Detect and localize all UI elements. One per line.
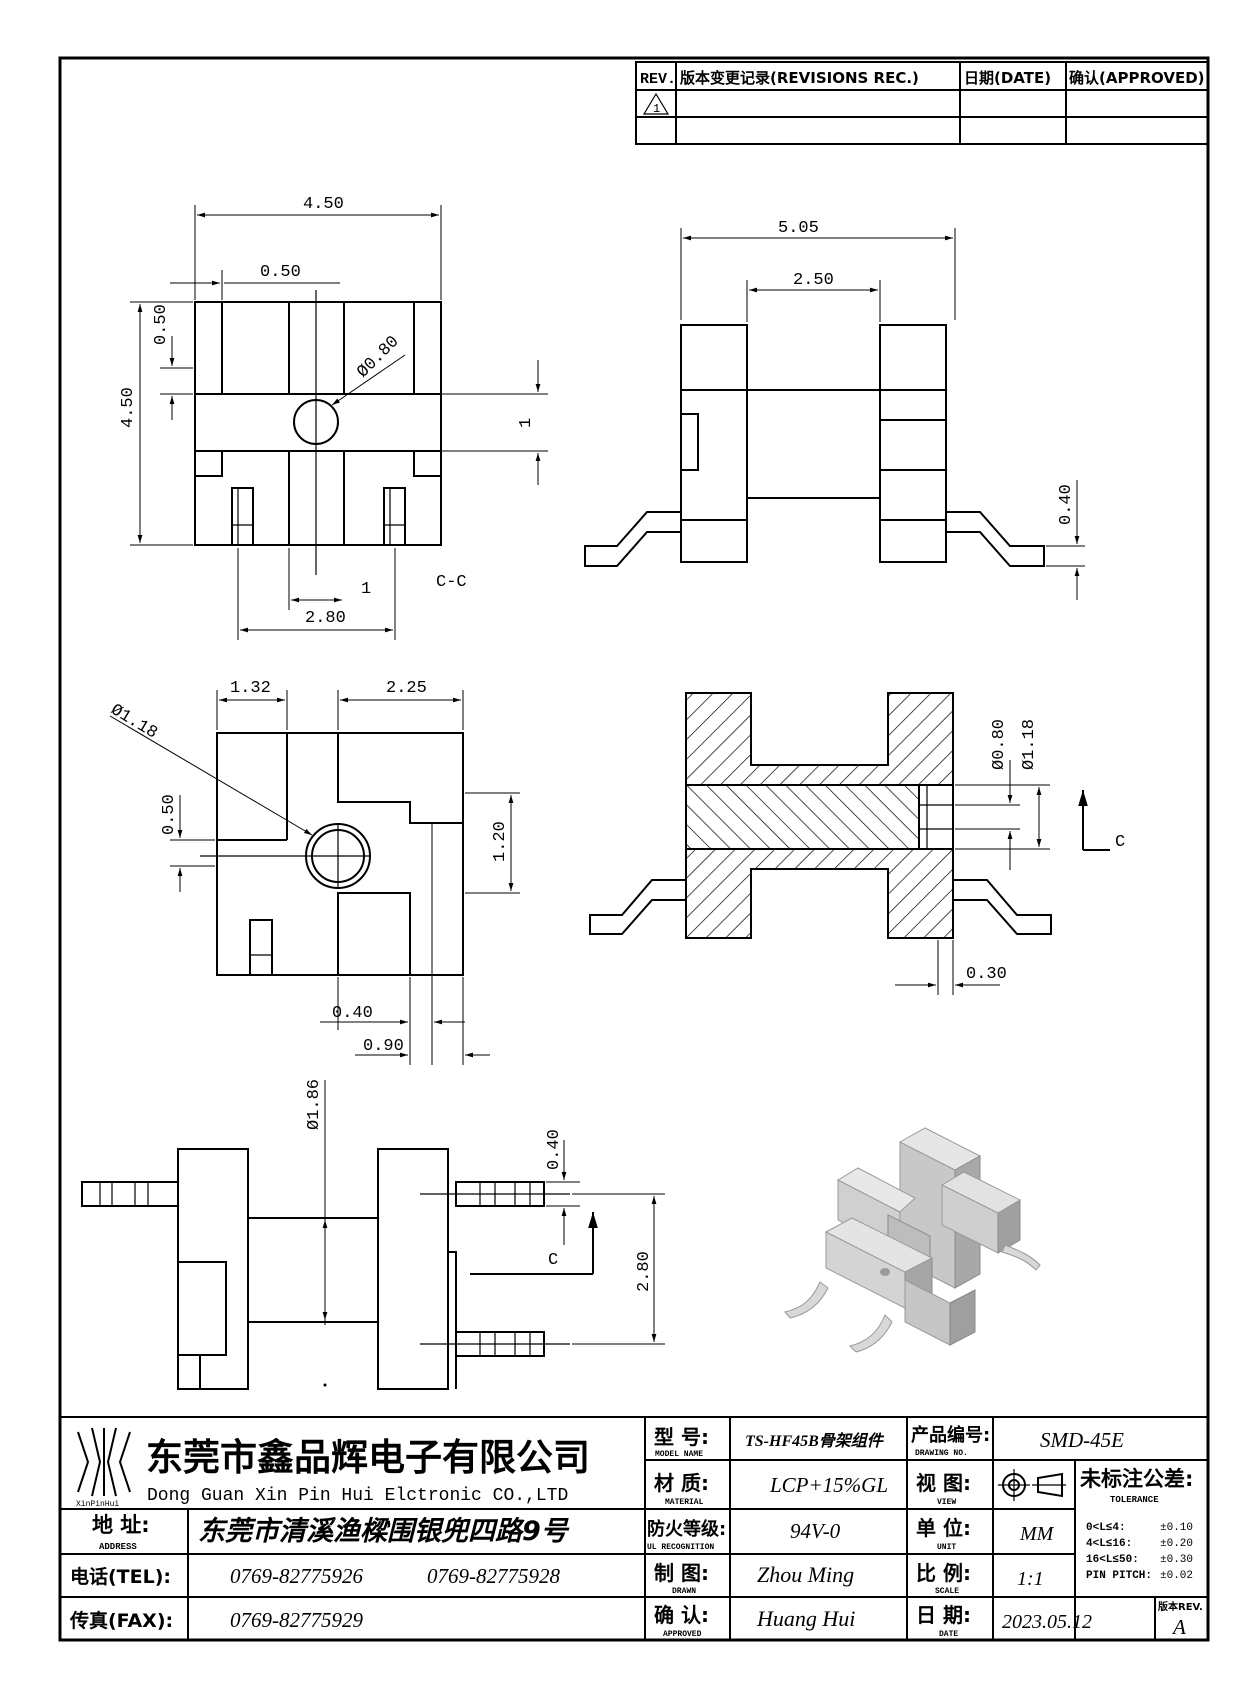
- scale-label-en: SCALE: [935, 1587, 959, 1596]
- revision-block: REV. 版本变更记录(REVISIONS REC.) 日期(DATE) 确认(…: [635, 61, 1209, 145]
- drawn-label: 制 图:: [654, 1561, 709, 1585]
- approved-header: 确认(APPROVED): [1069, 69, 1205, 87]
- top-dim-pitch-small: 1: [361, 580, 371, 599]
- tel-2: 0769-82775928: [427, 1564, 560, 1588]
- date-header: 日期(DATE): [964, 69, 1051, 87]
- side-dim-core: 2.50: [793, 271, 834, 290]
- top-dim-pin-pitch: 2.80: [305, 609, 346, 628]
- top-dim-band: 1: [517, 418, 536, 428]
- section-arrow-label: C: [1115, 833, 1125, 852]
- top-dim-hole: Ø0.80: [354, 333, 404, 383]
- approved-value: Huang Hui: [756, 1606, 855, 1631]
- front-arrow-label: C: [548, 1251, 558, 1270]
- company-logo-icon: XinPinHui: [76, 1427, 131, 1509]
- bottom-dim-span: 1.20: [491, 821, 510, 862]
- section-dim-outer: Ø1.18: [1020, 719, 1039, 770]
- top-dim-flange: 0.50: [152, 304, 171, 345]
- flame-label: 防火等级:: [647, 1518, 726, 1540]
- rev-label: 版本REV.: [1158, 1600, 1203, 1613]
- tolerance-range-4: PIN PITCH:: [1086, 1570, 1152, 1582]
- flame-value: 94V-0: [790, 1519, 841, 1543]
- tolerance-title: 未标注公差:: [1080, 1467, 1193, 1491]
- bottom-dim-step: 0.50: [160, 794, 179, 835]
- front-dim-pin: 0.40: [545, 1129, 564, 1170]
- drawing-no-value: SMD-45E: [1040, 1428, 1124, 1452]
- date-value: 2023.05.12: [1002, 1611, 1092, 1633]
- revision-triangle-icon: 1: [642, 92, 670, 116]
- drawn-label-en: DRAWN: [672, 1587, 696, 1596]
- scale-label: 比 例:: [916, 1561, 971, 1585]
- approved-label: 确 认:: [654, 1603, 709, 1627]
- front-dim-core: Ø1.86: [305, 1079, 324, 1130]
- isometric-render: [784, 1127, 1041, 1353]
- side-view: 5.05 2.50 0.40: [584, 219, 1085, 600]
- address-label-en: ADDRESS: [99, 1542, 137, 1552]
- drawing-no-label: 产品编号:: [911, 1424, 990, 1446]
- tel-1: 0769-82775926: [230, 1564, 363, 1588]
- rev-header: REV.: [640, 71, 676, 88]
- title-block: XinPinHui 东莞市鑫品辉电子有限公司 Dong Guan Xin Pin…: [59, 1416, 1209, 1641]
- tel-label: 电话(TEL):: [70, 1565, 171, 1588]
- section-label-cc: C-C: [436, 573, 467, 592]
- company-name-en: Dong Guan Xin Pin Hui Elctronic CO.,LTD: [147, 1486, 568, 1506]
- address-label: 地 址:: [92, 1513, 150, 1537]
- logo-text: XinPinHui: [76, 1500, 119, 1509]
- model-label: 型 号:: [654, 1425, 709, 1449]
- tolerance-value-4: ±0.02: [1160, 1570, 1193, 1582]
- date-label-en: DATE: [939, 1630, 958, 1639]
- bottom-dim-offset: 0.90: [363, 1037, 404, 1056]
- unit-label: 单 位:: [916, 1516, 971, 1540]
- tolerance-value-1: ±0.10: [1160, 1522, 1193, 1534]
- tolerance-range-1: 0<L≤4:: [1086, 1522, 1126, 1534]
- fax-label: 传真(FAX):: [69, 1609, 173, 1632]
- unit-label-en: UNIT: [937, 1543, 956, 1552]
- flame-label-en: UL RECOGNITION: [647, 1543, 714, 1552]
- material-label-en: MATERIAL: [665, 1498, 704, 1507]
- date-label: 日 期:: [916, 1603, 971, 1627]
- section-dim-lip: 0.30: [966, 965, 1007, 984]
- revisions-header: 版本变更记录(REVISIONS REC.): [680, 69, 919, 87]
- bottom-dim-gap: 0.40: [332, 1004, 373, 1023]
- section-view: Ø0.80 Ø1.18 0.30 C: [589, 692, 1125, 995]
- drawing-no-label-en: DRAWING NO.: [915, 1449, 968, 1458]
- bottom-dim-right: 2.25: [386, 679, 427, 698]
- side-dim-lead: 0.40: [1057, 484, 1076, 525]
- projection-symbol-icon: [998, 1469, 1066, 1501]
- tolerance-range-3: 16<L≤50:: [1086, 1554, 1139, 1566]
- top-dim-width: 4.50: [303, 195, 344, 214]
- bottom-view: 1.32 2.25 Ø1.18 0.50 1.20 0.40 0.90: [107, 679, 520, 1065]
- bottom-dim-left: 1.32: [230, 679, 271, 698]
- tolerance-range-2: 4<L≤16:: [1086, 1538, 1132, 1550]
- view-label-en: VIEW: [937, 1498, 956, 1507]
- side-dim-width: 5.05: [778, 219, 819, 238]
- tolerance-value-2: ±0.20: [1160, 1538, 1193, 1550]
- tolerance-value-3: ±0.30: [1160, 1554, 1193, 1566]
- top-view: 4.50 0.50 0.50 4.50 Ø0.80 1 1 2.80 C-C: [119, 195, 548, 640]
- tolerance-title-en: TOLERANCE: [1110, 1495, 1159, 1505]
- rev-value: A: [1171, 1615, 1186, 1639]
- material-value: LCP+15%GL: [769, 1473, 888, 1497]
- front-view: Ø1.86 0.40 2.80 C: [81, 1079, 665, 1390]
- approved-label-en: APPROVED: [663, 1630, 702, 1639]
- section-dim-inner: Ø0.80: [990, 719, 1009, 770]
- unit-value: MM: [1019, 1523, 1055, 1545]
- top-dim-height: 4.50: [119, 387, 138, 428]
- address-value: 东莞市清溪渔樑围银兜四路9号: [198, 1516, 570, 1547]
- drawn-value: Zhou Ming: [757, 1562, 854, 1587]
- material-label: 材 质:: [654, 1471, 709, 1495]
- model-value: TS-HF45B骨架组件: [745, 1432, 885, 1450]
- fax-value: 0769-82775929: [230, 1608, 363, 1632]
- front-dim-pitch: 2.80: [635, 1251, 654, 1292]
- bottom-dim-hole: Ø1.18: [107, 701, 161, 744]
- top-dim-slot: 0.50: [260, 263, 301, 282]
- company-name-cn: 东莞市鑫品辉电子有限公司: [146, 1436, 590, 1479]
- model-label-en: MODEL NAME: [655, 1450, 703, 1459]
- view-label: 视 图:: [916, 1471, 971, 1495]
- revision-triangle-label: 1: [653, 102, 660, 116]
- scale-value: 1:1: [1017, 1568, 1044, 1590]
